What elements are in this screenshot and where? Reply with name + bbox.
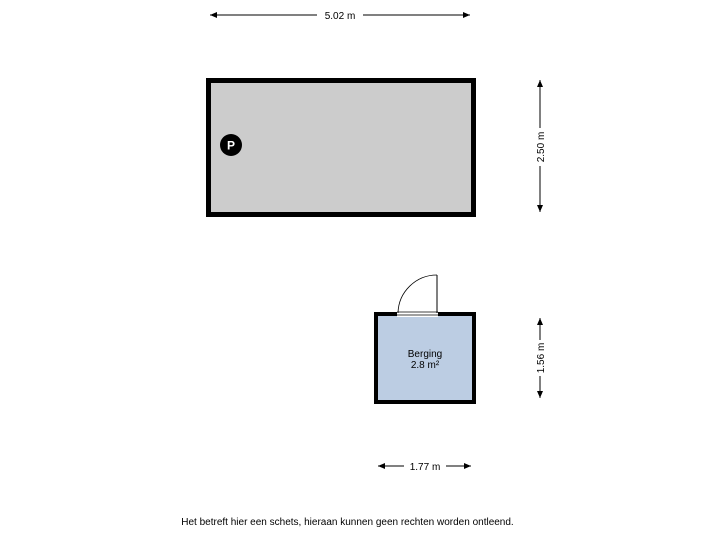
disclaimer-text: Het betreft hier een schets, hieraan kun… <box>181 517 514 528</box>
parking-space: P <box>206 78 476 217</box>
dimension-label-parking-depth: 2.50 m <box>536 132 547 163</box>
dimension-parking-width: 5.02 m <box>210 11 470 22</box>
parking-icon <box>220 134 242 156</box>
parking-symbol-label: P <box>227 139 235 153</box>
dimension-parking-depth: 2.50 m <box>536 80 547 212</box>
storage-area: 2.8 m² <box>411 360 440 371</box>
storage-floor <box>374 312 476 404</box>
storage-name: Berging <box>408 349 442 360</box>
dimension-label-parking-width: 5.02 m <box>325 11 356 22</box>
parking-floor <box>206 78 476 217</box>
dimension-storage-depth: 1.56 m <box>536 318 547 398</box>
dimension-storage-width: 1.77 m <box>378 462 471 473</box>
storage-room: Berging 2.8 m² <box>374 274 476 404</box>
dimension-label-storage-depth: 1.56 m <box>536 343 547 374</box>
door-opening <box>397 311 438 317</box>
dimension-label-storage-width: 1.77 m <box>410 462 441 473</box>
door-swing-arc <box>397 274 438 314</box>
